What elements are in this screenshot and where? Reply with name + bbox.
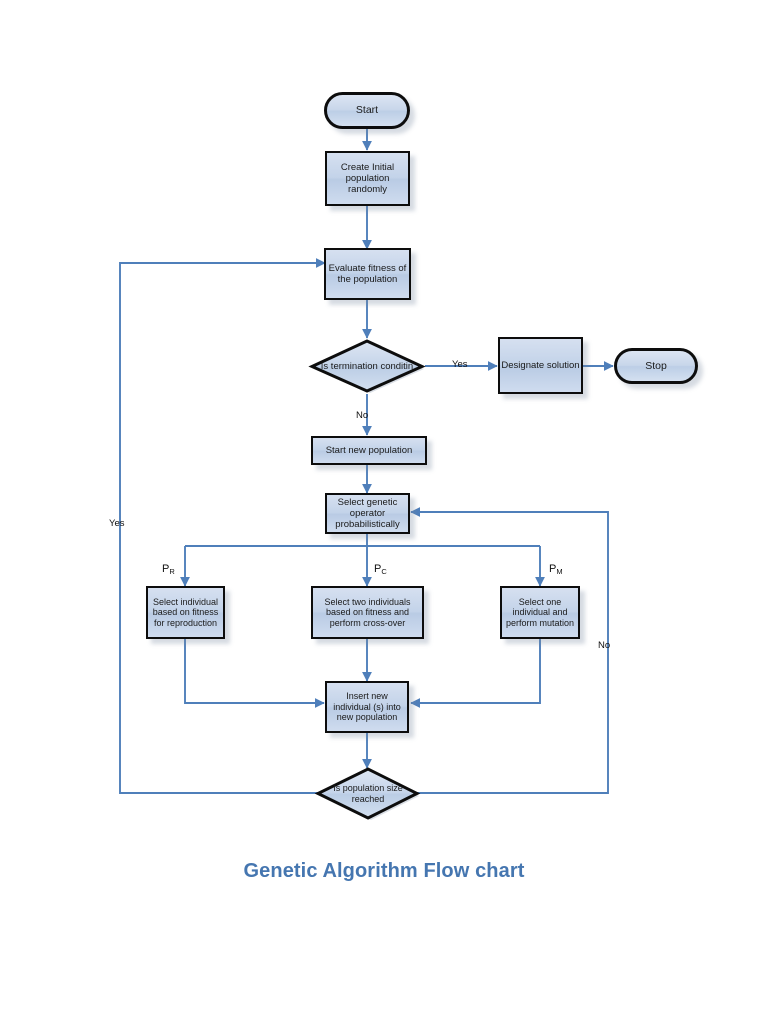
edge-popdecision-no-loop	[410, 507, 609, 794]
node-termination-decision-label: Is termination conditin	[320, 360, 414, 372]
edge-mutation-to-insert	[410, 639, 541, 708]
node-termination-decision[interactable]: Is termination conditin	[307, 338, 427, 395]
edge-label-probability-crossover: PC	[374, 563, 387, 576]
edge-label-population-no: No	[598, 640, 611, 651]
probability-crossover-symbol: P	[374, 563, 382, 575]
probability-crossover-subscript: C	[381, 567, 387, 576]
edge-reproduction-to-insert	[184, 639, 325, 708]
node-population-size-decision-label: Is population size reached	[333, 783, 403, 804]
decision-diamond-shape-2	[314, 767, 421, 820]
node-select-one-individual-mutation[interactable]: Select one individual and perform mutati…	[500, 586, 580, 639]
node-select-two-individuals-crossover[interactable]: Select two individuals based on fitness …	[311, 586, 424, 639]
edge-label-probability-reproduction: PR	[162, 563, 175, 576]
edge-popdecision-yes-loop	[119, 258, 326, 794]
probability-mutation-subscript: M	[556, 567, 563, 576]
probability-reproduction-subscript: R	[169, 567, 175, 576]
node-stop[interactable]: Stop	[614, 348, 698, 384]
edge-label-termination-yes: Yes	[452, 359, 468, 370]
edge-label-probability-mutation: PM	[549, 563, 563, 576]
decision-diamond-shape	[308, 339, 426, 393]
edge-label-termination-no: No	[356, 410, 369, 421]
probability-mutation-symbol: P	[549, 563, 557, 575]
node-population-size-decision[interactable]: Is population size reached	[313, 766, 423, 822]
node-insert-new-individual[interactable]: Insert new individual (s) into new popul…	[325, 681, 409, 733]
node-designate-solution[interactable]: Designate solution	[498, 337, 583, 394]
node-select-individual-reproduction[interactable]: Select individual based on fitness for r…	[146, 586, 225, 639]
node-create-initial-population[interactable]: Create Initial population randomly	[325, 151, 410, 206]
node-start[interactable]: Start	[324, 92, 410, 129]
node-start-new-population[interactable]: Start new population	[311, 436, 427, 465]
edge-label-population-yes: Yes	[109, 518, 125, 529]
node-select-genetic-operator[interactable]: Select genetic operator probabilisticall…	[325, 493, 410, 534]
page-title: Genetic Algorithm Flow chart	[243, 860, 525, 882]
probability-reproduction-symbol: P	[162, 563, 170, 575]
node-evaluate-fitness[interactable]: Evaluate fitness of the population	[324, 248, 411, 300]
